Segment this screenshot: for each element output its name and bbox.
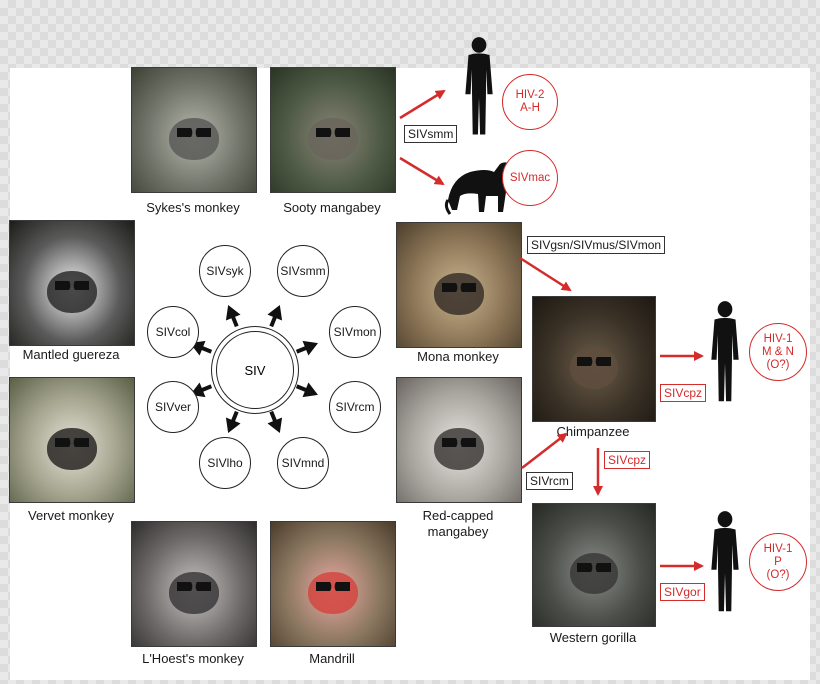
arrow-redcapped-to-chimp — [521, 432, 568, 469]
mantled-guereza-photo — [9, 220, 135, 346]
western-gorilla-photo — [532, 503, 656, 627]
red-capped-mangabey-photo — [396, 377, 522, 503]
mona-monkey-label: Mona monkey — [417, 349, 499, 364]
siv-strain-circle: SIVver — [147, 381, 199, 433]
sooty-mangabey-label: Sooty mangabey — [283, 200, 381, 215]
arrow-to-macaque — [399, 156, 445, 186]
vervet-monkey-label: Vervet monkey — [28, 508, 114, 523]
lhoest-monkey-label: L'Hoest's monkey — [142, 651, 244, 666]
arrow-mona-to-chimp — [519, 256, 572, 292]
lhoest-monkey-photo — [131, 521, 257, 647]
chimpanzee-label: Chimpanzee — [556, 424, 630, 439]
human-silhouette-icon — [465, 37, 493, 135]
sivcpz-box-gorilla: SIVcpz — [604, 451, 651, 469]
arrow-to-human-hiv2 — [399, 89, 446, 120]
siv-strain-circle: SIVlho — [199, 437, 251, 489]
hiv1-mn-outcome-circle: HIV-1 M & N (O?) — [749, 323, 807, 381]
sykes-monkey-photo — [131, 67, 257, 193]
siv-strain-circle: SIVrcm — [329, 381, 381, 433]
mandrill-photo — [270, 521, 396, 647]
siv-strain-circle: SIVmon — [329, 306, 381, 358]
vervet-monkey-photo — [9, 377, 135, 503]
sivrcm-box: SIVrcm — [526, 472, 573, 490]
sykes-monkey-label: Sykes's monkey — [146, 200, 240, 215]
hiv1-p-outcome-circle: HIV-1 P (O?) — [749, 533, 807, 591]
macaque-silhouette-icon — [444, 162, 510, 215]
sivgor-box: SIVgor — [660, 583, 705, 601]
human-silhouette-icon — [711, 301, 739, 402]
siv-strain-circle: SIVsmm — [277, 245, 329, 297]
mona-monkey-photo — [396, 222, 522, 348]
sivcpz-box-chimp: SIVcpz — [660, 384, 707, 402]
red-capped-mangabey-label: Red-capped mangabey — [422, 508, 494, 539]
siv-strain-circle: SIVmnd — [277, 437, 329, 489]
sivgsn-box: SIVgsn/SIVmus/SIVmon — [527, 236, 666, 254]
sooty-mangabey-photo — [270, 67, 396, 193]
siv-hub: SIV — [216, 331, 294, 409]
human-silhouette-icon — [711, 511, 739, 612]
chimpanzee-photo — [532, 296, 656, 422]
sivsmm-box: SIVsmm — [404, 125, 458, 143]
sivmac-outcome-circle: SIVmac — [502, 150, 558, 206]
siv-strain-circle: SIVsyk — [199, 245, 251, 297]
mandrill-label: Mandrill — [309, 651, 355, 666]
mantled-guereza-label: Mantled guereza — [22, 347, 120, 362]
western-gorilla-label: Western gorilla — [549, 630, 637, 645]
hiv2-outcome-circle: HIV-2 A-H — [502, 74, 558, 130]
siv-strain-circle: SIVcol — [147, 306, 199, 358]
